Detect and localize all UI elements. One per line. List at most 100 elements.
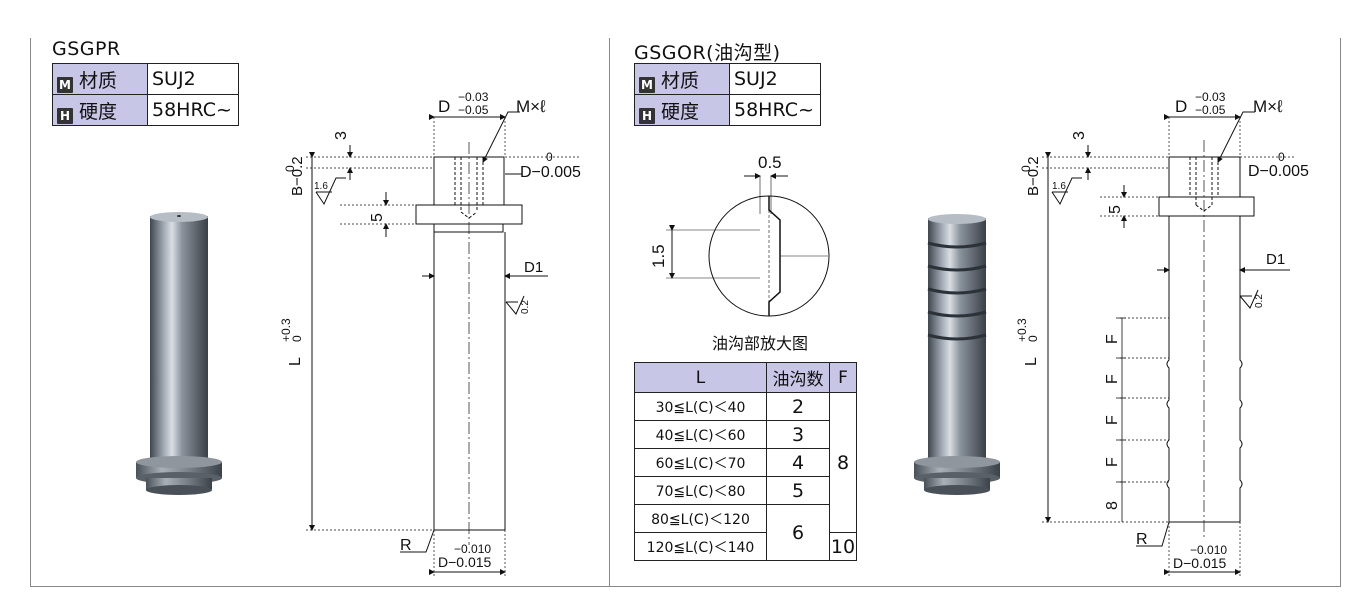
frame-bottom-border [30, 586, 1341, 587]
svg-text:D−0.005: D−0.005 [520, 164, 581, 181]
svg-text:0: 0 [290, 335, 304, 342]
table-row: 30≦L(C)＜40 2 8 [634, 392, 857, 533]
svg-text:0: 0 [546, 150, 553, 164]
svg-text:F: F [1104, 334, 1121, 344]
range-cell: 80≦L(C)＜120 [634, 504, 767, 533]
material-badge-icon: M [57, 76, 73, 93]
svg-text:L: L [287, 357, 304, 366]
svg-text:1.6: 1.6 [1052, 181, 1066, 192]
range-cell: 70≦L(C)＜80 [634, 476, 767, 505]
svg-text:1.6: 1.6 [314, 181, 328, 192]
groove-detail-caption: 油沟部放大图 [712, 334, 809, 353]
product-title-gsgor: GSGOR(油沟型) [634, 42, 781, 64]
svg-text:0: 0 [1019, 165, 1033, 172]
material-badge-icon: M [639, 76, 655, 93]
svg-text:D: D [438, 97, 450, 116]
range-cell: 120≦L(C)＜140 [634, 532, 767, 561]
svg-text:−0.03: −0.03 [1195, 90, 1226, 104]
table-row: 120≦L(C)＜140 10 [634, 532, 857, 561]
material-label: 材质 [79, 69, 118, 92]
count-cell: 2 [766, 392, 830, 421]
svg-text:D1: D1 [524, 259, 543, 276]
range-cell: 60≦L(C)＜70 [634, 448, 767, 477]
groove-detail-drawing [666, 173, 830, 317]
table-header-f: F [829, 362, 857, 393]
hardness-badge-icon: H [57, 107, 73, 124]
gsgpr-product-image [136, 212, 222, 495]
svg-text:M×ℓ: M×ℓ [516, 97, 546, 116]
svg-text:D: D [1175, 97, 1187, 116]
svg-text:3: 3 [1071, 131, 1088, 140]
material-label: 材质 [661, 69, 700, 92]
hardness-label-cell: H 硬度 [52, 94, 148, 126]
count-cell: 5 [766, 476, 830, 505]
hardness-value: 58HRC~ [147, 94, 239, 126]
count-cell: 6 [766, 504, 830, 561]
svg-text:−0.05: −0.05 [1195, 103, 1226, 117]
f-cell: 10 [829, 532, 857, 561]
svg-text:5: 5 [369, 213, 386, 222]
material-label-cell: M 材质 [634, 63, 730, 95]
svg-text:5: 5 [1107, 205, 1124, 214]
range-cell: 30≦L(C)＜40 [634, 392, 767, 421]
table-row: 60≦L(C)＜70 4 [634, 448, 857, 477]
svg-text:D−0.005: D−0.005 [1248, 163, 1309, 180]
svg-text:F: F [1104, 457, 1121, 467]
svg-text:0.2: 0.2 [1254, 294, 1265, 308]
hardness-value: 58HRC~ [729, 94, 821, 126]
panel-divider [609, 38, 610, 586]
table-row: 70≦L(C)＜80 5 [634, 476, 857, 505]
groove-detail-labels: 0.5 1.5 [649, 153, 782, 268]
gsgpr-technical-drawing [306, 111, 580, 576]
hardness-badge-icon: H [639, 107, 655, 124]
svg-text:B−0.2: B−0.2 [1025, 156, 1042, 196]
groove-count-table: L 油沟数 F 30≦L(C)＜40 2 8 40≦L(C)＜60 3 60≦L… [634, 362, 857, 561]
table-header-l: L [634, 362, 767, 393]
f-cell: 8 [829, 392, 857, 533]
frame-right-border [1340, 38, 1341, 586]
product-title-gsgpr: GSGPR [52, 38, 121, 60]
material-label-cell: M 材质 [52, 63, 148, 95]
svg-text:F: F [1104, 415, 1121, 425]
svg-text:0.2: 0.2 [520, 300, 531, 314]
table-row: 40≦L(C)＜60 3 [634, 420, 857, 449]
svg-text:8: 8 [1104, 501, 1121, 510]
svg-text:−0.010: −0.010 [1190, 543, 1227, 557]
svg-text:+0.3: +0.3 [279, 318, 293, 342]
frame-left-border [30, 38, 31, 586]
gsgor-technical-drawing [1042, 111, 1296, 576]
hardness-label: 硬度 [79, 100, 118, 123]
svg-text:R: R [400, 537, 412, 554]
svg-text:0: 0 [283, 165, 297, 172]
svg-text:3: 3 [333, 131, 350, 140]
svg-text:−0.05: −0.05 [458, 103, 489, 117]
svg-text:B−0.2: B−0.2 [289, 156, 306, 196]
count-cell: 4 [766, 448, 830, 477]
hardness-label-cell: H 硬度 [634, 94, 730, 126]
hardness-label: 硬度 [661, 100, 700, 123]
svg-text:M×ℓ: M×ℓ [1253, 97, 1283, 116]
svg-text:−0.03: −0.03 [458, 90, 489, 104]
svg-text:D−0.015: D−0.015 [1173, 555, 1227, 571]
range-cell: 40≦L(C)＜60 [634, 420, 767, 449]
svg-text:1.5: 1.5 [649, 244, 668, 268]
count-cell: 3 [766, 420, 830, 449]
table-row: 80≦L(C)＜120 6 [634, 504, 857, 561]
svg-text:R: R [1136, 531, 1148, 548]
svg-text:+0.3: +0.3 [1015, 318, 1029, 342]
gsgor-dimension-labels: D −0.03 −0.05 M×ℓ 3 0 B−0.2 0 D−0.005 1.… [1015, 90, 1309, 571]
gsgpr-dimension-labels: D −0.03 −0.05 M×ℓ 3 0 B−0.2 0 D−0.005 1.… [279, 90, 581, 570]
svg-text:D−0.015: D−0.015 [438, 554, 492, 570]
svg-text:D1: D1 [1266, 251, 1285, 268]
svg-text:0.5: 0.5 [758, 153, 782, 172]
svg-text:0: 0 [1026, 335, 1040, 342]
svg-text:F: F [1104, 374, 1121, 384]
table-header-count: 油沟数 [766, 362, 830, 393]
svg-text:0: 0 [1278, 150, 1285, 164]
gsgor-product-image [914, 214, 1000, 495]
svg-text:−0.010: −0.010 [454, 542, 491, 556]
svg-text:L: L [1023, 357, 1040, 366]
